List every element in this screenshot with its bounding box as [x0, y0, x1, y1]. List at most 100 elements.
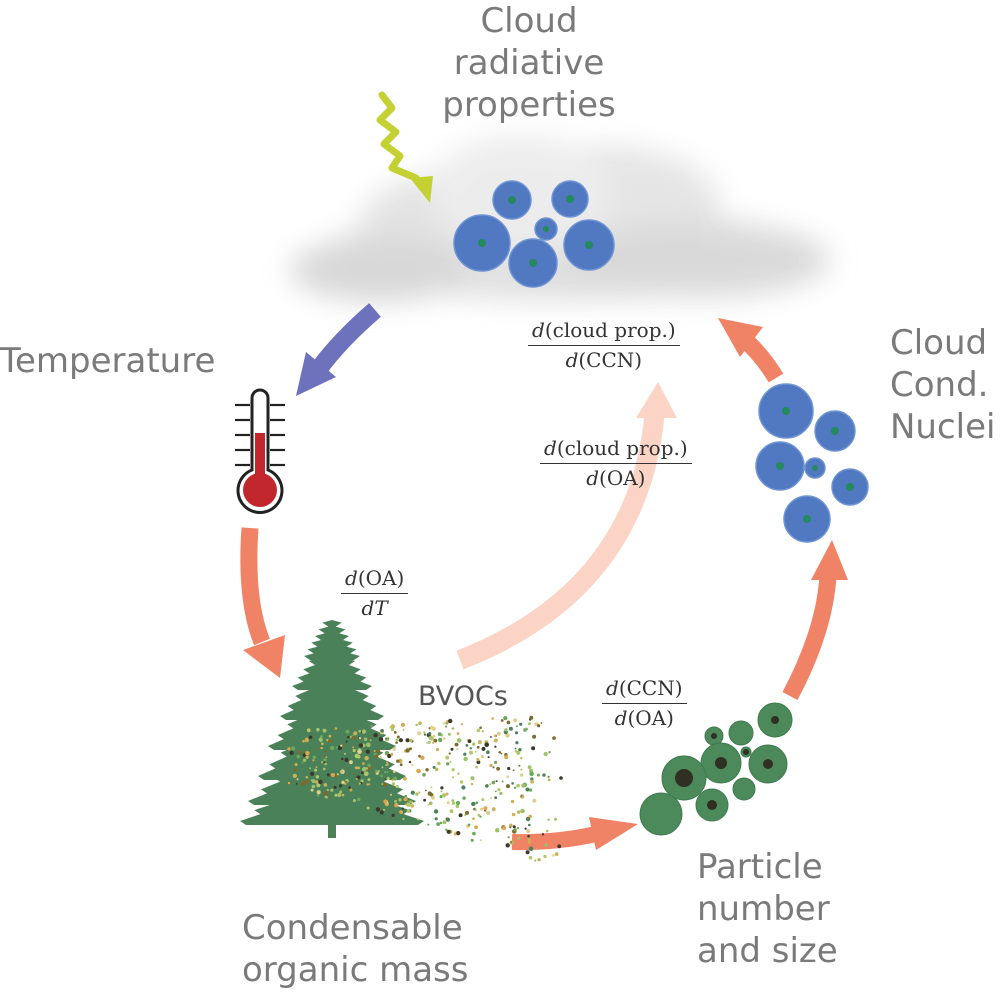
bvoc-dot — [430, 786, 433, 789]
bvoc-dot — [459, 780, 464, 784]
bvoc-dot — [472, 817, 475, 820]
bvoc-dot — [385, 737, 388, 740]
bvoc-dot — [489, 763, 493, 768]
fraction-numerator: d(OA) — [341, 566, 409, 594]
sunlight-ray-icon — [376, 91, 433, 203]
bvoc-dot — [380, 728, 384, 733]
bvoc-dot — [543, 751, 548, 757]
bvoc-dot — [322, 779, 325, 782]
ccn-droplets — [755, 383, 869, 543]
label-line: Nuclei — [890, 407, 996, 447]
bvoc-dot — [429, 725, 434, 730]
bvoc-dot — [345, 729, 350, 734]
bvoc-dot — [291, 746, 296, 751]
bvoc-dot — [333, 785, 337, 789]
bvoc-dot — [344, 757, 349, 763]
bvoc-dot — [506, 720, 511, 725]
bvoc-dot — [521, 783, 526, 788]
bvoc-dot — [428, 732, 432, 736]
bvoc-dot — [480, 755, 485, 759]
cloud-shape — [290, 135, 830, 302]
label-line: properties — [442, 85, 616, 125]
bvoc-dot — [497, 731, 501, 736]
bvoc-dot — [463, 756, 468, 762]
bvoc-dot — [474, 808, 477, 812]
bvoc-dot — [439, 795, 443, 799]
bvoc-dot — [347, 735, 350, 739]
bvoc-dot — [514, 747, 517, 750]
bvoc-dot — [425, 789, 427, 792]
particle-core — [743, 749, 749, 755]
bvoc-dot — [475, 801, 479, 805]
bvoc-dot — [484, 742, 490, 747]
particle — [732, 777, 756, 801]
bvoc-dot — [353, 731, 358, 736]
bvoc-dot — [440, 786, 444, 790]
bvoc-dot — [289, 784, 293, 788]
bvoc-dot — [542, 773, 546, 777]
bvoc-dot — [477, 813, 481, 817]
bvoc-dot — [432, 765, 436, 769]
bvoc-dot — [456, 805, 459, 809]
bvoc-dot — [415, 723, 418, 726]
bvoc-dot — [434, 817, 438, 821]
bvoc-dot — [341, 780, 345, 784]
bvoc-dot — [416, 768, 421, 774]
bvoc-dot — [330, 745, 335, 751]
bvoc-dot — [310, 771, 315, 776]
bvoc-dot — [325, 796, 328, 799]
bvoc-dot — [322, 728, 327, 733]
label-cloud-radiative-properties: Cloud radiative properties — [420, 0, 638, 126]
label-line: Particle — [697, 847, 823, 887]
bvoc-dot — [363, 737, 368, 741]
bvoc-dot — [528, 846, 534, 851]
bvoc-dot — [391, 813, 395, 818]
bvoc-dot — [398, 738, 403, 743]
bvoc-dot — [358, 743, 364, 748]
bvoc-dot — [360, 779, 364, 783]
bvoc-dot — [423, 798, 426, 802]
fraction-dccn-doa: d(CCN) d(OA) — [602, 676, 687, 730]
bvoc-dot — [451, 799, 455, 802]
bvoc-dot — [527, 837, 531, 841]
bvoc-dot — [467, 739, 472, 743]
bvoc-dot — [330, 788, 334, 792]
bvoc-dot — [485, 784, 489, 788]
bvoc-dot — [383, 782, 388, 787]
label-line: number — [697, 889, 830, 929]
bvoc-dot — [321, 761, 324, 764]
bvoc-dot — [442, 722, 446, 725]
droplet-nucleus — [585, 241, 593, 249]
bvoc-dot — [411, 764, 414, 767]
bvoc-dot — [373, 750, 376, 752]
label-line: Cloud — [890, 323, 988, 363]
bvoc-dot — [357, 749, 362, 754]
bvoc-dot — [474, 825, 478, 830]
bvoc-dot — [393, 776, 397, 781]
bvoc-dot — [310, 788, 314, 792]
bvoc-dot — [442, 737, 446, 740]
bvoc-dot — [505, 733, 510, 738]
bvoc-dot — [305, 776, 309, 779]
arrow-particle-to-ccn — [782, 540, 848, 700]
bvoc-dot — [350, 736, 352, 738]
bvoc-dot — [529, 788, 533, 792]
bvoc-dot — [416, 818, 420, 821]
bvoc-dot — [432, 734, 436, 738]
bvoc-dot — [450, 747, 454, 751]
bvoc-dot — [345, 780, 348, 783]
bvoc-dot — [386, 771, 389, 774]
arrow-condensable-to-particle — [511, 817, 638, 851]
bvoc-dot — [405, 803, 408, 806]
droplet-nucleus — [776, 462, 784, 470]
bvoc-dot — [519, 794, 525, 799]
bvoc-dot — [491, 717, 494, 720]
bvoc-dot — [328, 738, 333, 744]
bvoc-dot — [337, 792, 342, 798]
bvoc-dot — [504, 728, 508, 732]
bvoc-dot — [501, 780, 504, 783]
bvoc-dot — [465, 810, 469, 815]
bvoc-dot — [449, 809, 454, 814]
bvoc-dot — [547, 778, 551, 782]
label-condensable-organic-mass: Condensable organic mass — [242, 907, 468, 991]
